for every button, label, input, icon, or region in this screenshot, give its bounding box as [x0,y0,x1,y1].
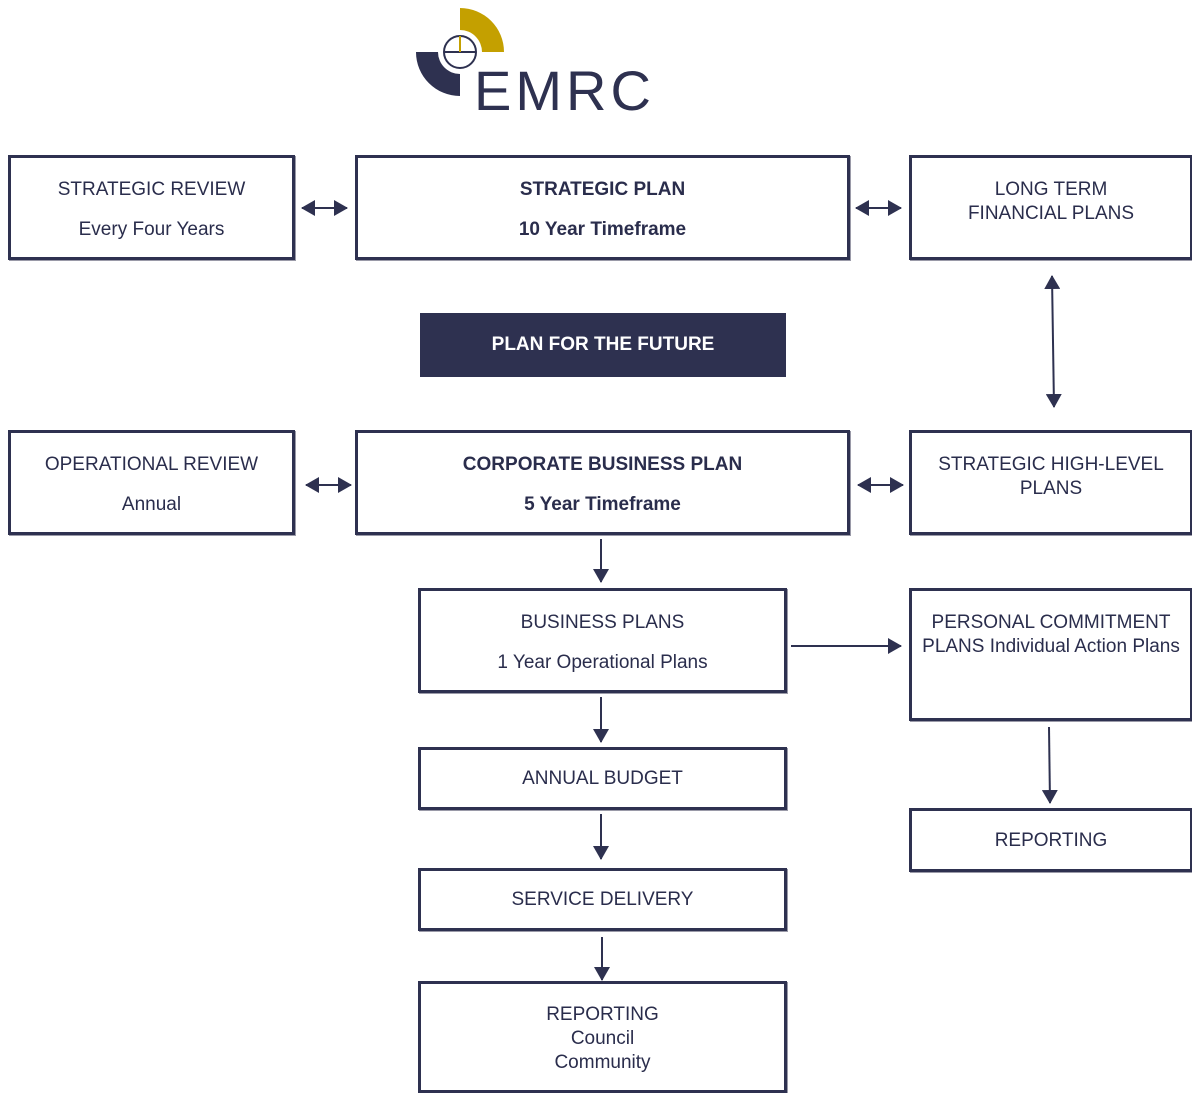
corporate-business-plan-box: CORPORATE BUSINESS PLAN 5 Year Timeframe [355,430,850,535]
operational-review-frequency: Annual [121,494,182,515]
long-term-financial-box: LONG TERM FINANCIAL PLANS [909,155,1192,260]
emrc-logo: EMRC [412,4,662,122]
reporting-bottom-box: REPORTING Council Community [418,981,787,1093]
logo-text: EMRC [474,59,655,116]
logo-navy-arc [416,52,460,96]
long-term-financial-line2: FINANCIAL PLANS [967,203,1135,224]
strategic-high-level-box: STRATEGIC HIGH-LEVEL PLANS [909,430,1192,535]
service-delivery-label: SERVICE DELIVERY [511,889,694,910]
personal-commitment-line2: PLANS Individual Action Plans [922,636,1180,657]
business-plans-subtitle: 1 Year Operational Plans [497,652,708,673]
strategic-plan-title: STRATEGIC PLAN [519,179,686,200]
reporting-right-label: REPORTING [994,830,1108,851]
reporting-bottom-line3: Community [554,1052,651,1073]
annual-budget-label: ANNUAL BUDGET [522,768,683,789]
strategic-high-level-line2: PLANS [1019,478,1083,499]
corporate-business-plan-title: CORPORATE BUSINESS PLAN [462,454,743,475]
personal-commitment-box: PERSONAL COMMITMENT PLANS Individual Act… [909,588,1192,721]
logo-gold-arc [460,8,504,52]
business-plans-box: BUSINESS PLANS 1 Year Operational Plans [418,588,787,693]
strategic-review-box: STRATEGIC REVIEW Every Four Years [8,155,295,260]
arrow-personal-reporting [1041,726,1058,804]
service-delivery-box: SERVICE DELIVERY [418,868,787,931]
annual-budget-box: ANNUAL BUDGET [418,747,787,810]
plan-for-future-banner: PLAN FOR THE FUTURE [420,313,786,377]
strategic-plan-timeframe: 10 Year Timeframe [518,219,687,240]
plan-for-future-label: PLAN FOR THE FUTURE [491,334,715,355]
strategic-review-title: STRATEGIC REVIEW [57,179,246,200]
business-plans-title: BUSINESS PLANS [520,612,685,633]
reporting-right-box: REPORTING [909,808,1192,872]
arrow-financial-highlevel [1044,275,1062,408]
long-term-financial-line1: LONG TERM [994,179,1108,200]
personal-commitment-line1: PERSONAL COMMITMENT [931,612,1171,633]
operational-review-box: OPERATIONAL REVIEW Annual [8,430,295,535]
operational-review-title: OPERATIONAL REVIEW [44,454,259,475]
strategic-plan-box: STRATEGIC PLAN 10 Year Timeframe [355,155,850,260]
reporting-bottom-line1: REPORTING [546,1004,659,1025]
reporting-bottom-line2: Council [570,1028,635,1049]
strategic-high-level-line1: STRATEGIC HIGH-LEVEL [938,454,1164,475]
corporate-business-plan-timeframe: 5 Year Timeframe [524,494,681,515]
strategic-review-frequency: Every Four Years [78,219,225,240]
